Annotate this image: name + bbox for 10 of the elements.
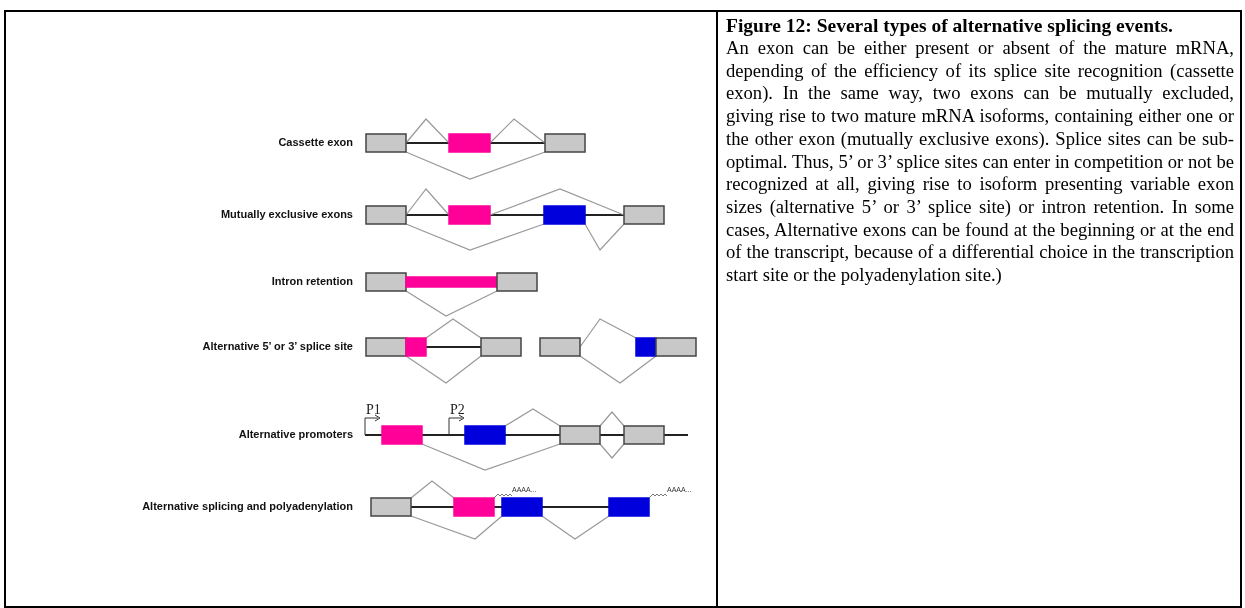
row-label: Alternative promoters xyxy=(238,428,353,440)
row-label: Mutually exclusive exons xyxy=(220,208,353,220)
promoter-label: P2 xyxy=(450,402,465,418)
row-label: Alternative splicing and polyadenylation xyxy=(142,500,353,512)
row-label: Alternative 5’ or 3’ splice site xyxy=(202,340,353,352)
row-label: Cassette exon xyxy=(278,136,353,148)
promoter-label: P1 xyxy=(366,402,381,418)
row-label: Intron retention xyxy=(271,275,353,287)
figure-title: Figure 12: Several types of alternative splicing events. xyxy=(726,14,1174,37)
caption-paragraph: An exon can be either present or absent of the mature mRNA, depending of the efficiency of its splice site recognition (cassette exon). In the same way, two exons can be mutually excluded, giving rise to two mature mRNA isoforms, containing either one or the other exon (mutually exclusive exons). Splice sites can be sub-optimal. Thus, 5’ or 3’ splice sites can enter in competition or not be recognized at all, giving rise to isoform presenting variable exon sizes (alternative 5’ or 3’ splice site) or intron retention. In some cases, Alternative exons can be found at the beginning or at the end of the transcript, because of a differential choice in the transcription start site or the polyadenylation site.) xyxy=(726,37,1234,287)
